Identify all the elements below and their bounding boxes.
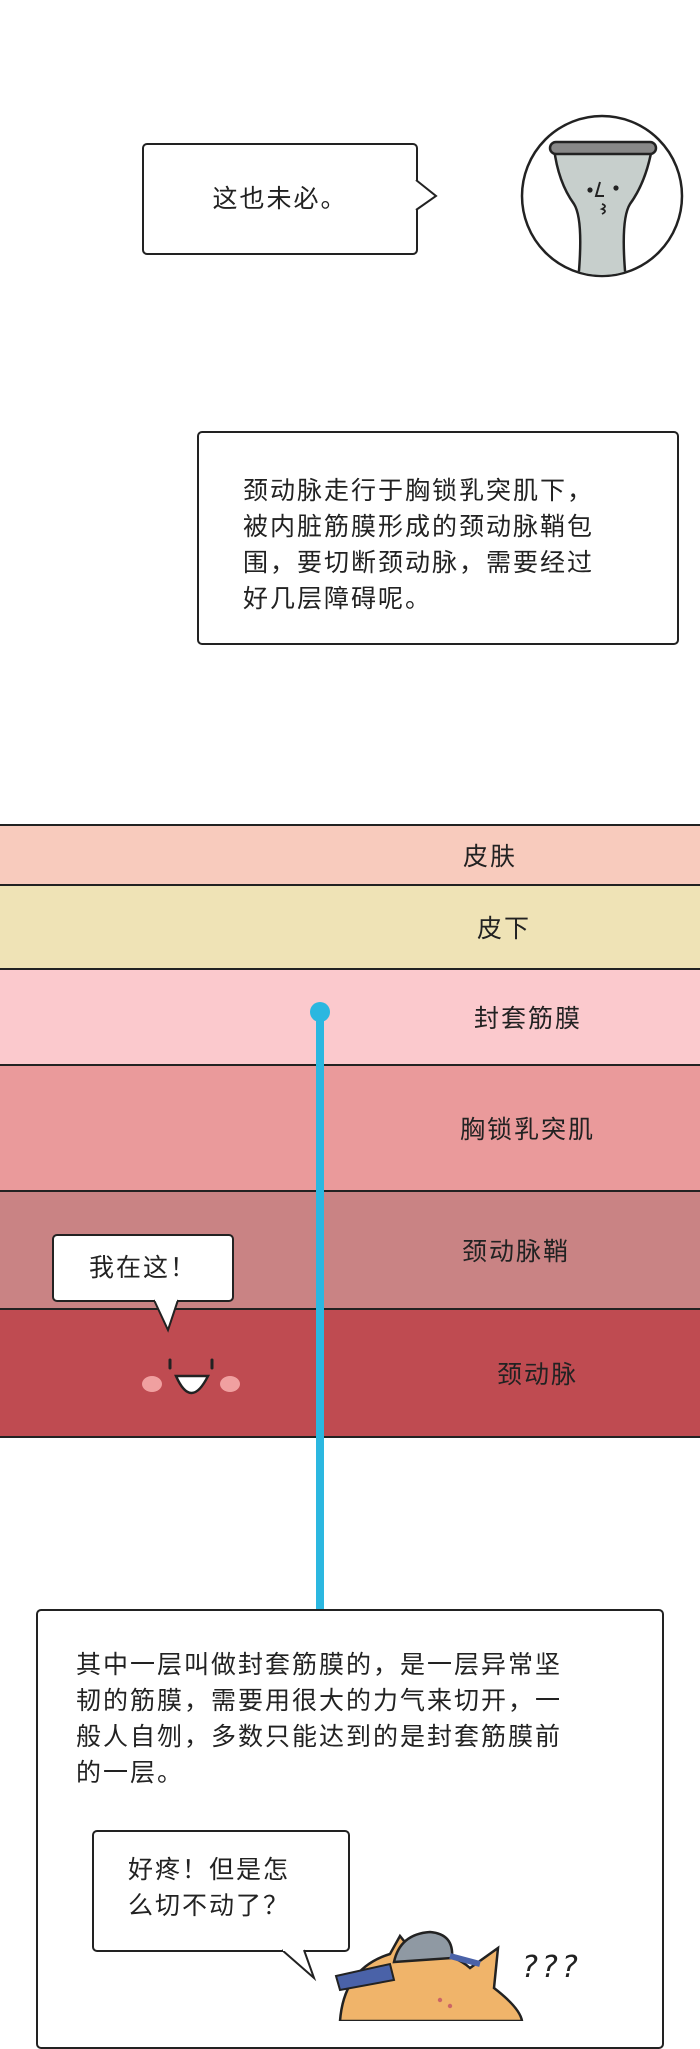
artery-speech-bubble: 我在这！ (52, 1234, 234, 1302)
narration-line-1: 颈动脉走行于胸锁乳突肌下， (243, 476, 595, 505)
speech-bubble-top: 这也未必。 (142, 143, 418, 255)
narration-line-1: 其中一层叫做封套筋膜的，是一层异常坚 (76, 1650, 563, 1679)
narration-line-4: 的一层。 (76, 1758, 185, 1787)
layer-investing-fascia: 封套筋膜 (0, 968, 700, 1064)
narration-line-2: 韧的筋膜，需要用很大的力气来切开，一 (76, 1686, 563, 1715)
speech-text: 这也未必。 (212, 184, 348, 213)
confused-character (334, 1930, 524, 2021)
pain-speech-bubble: 好疼！但是怎 么切不动了？ (92, 1830, 350, 1952)
layer-label: 颈动脉鞘 (462, 1237, 571, 1266)
character-portrait (520, 114, 684, 278)
narration-line-4: 好几层障碍呢。 (243, 584, 433, 613)
artery-speech-text: 我在这！ (88, 1253, 197, 1282)
artery-bubble-tail (153, 1298, 179, 1333)
layer-carotid-artery: 颈动脉 (0, 1308, 700, 1438)
layer-sternocleidomastoid: 胸锁乳突肌 (0, 1064, 700, 1190)
speech-bubble-tail (415, 179, 438, 211)
pain-bubble-tail (281, 1948, 317, 1982)
layer-label: 胸锁乳突肌 (460, 1115, 596, 1144)
narration-line-3: 般人自刎，多数只能达到的是封套筋膜前 (76, 1722, 563, 1751)
cut-line (310, 1002, 330, 1614)
layer-label: 颈动脉 (497, 1360, 579, 1389)
layer-skin: 皮肤 (0, 824, 700, 884)
layer-label: 封套筋膜 (474, 1004, 583, 1033)
artery-face (142, 1358, 240, 1395)
pain-speech-line-1: 好疼！但是怎 (128, 1855, 291, 1884)
narration-line-2: 被内脏筋膜形成的颈动脉鞘包 (243, 512, 595, 541)
confused-marks: ??? (522, 1950, 582, 1985)
layer-label: 皮下 (477, 914, 532, 943)
narration-line-3: 围，要切断颈动脉，需要经过 (243, 548, 595, 577)
narration-box: 颈动脉走行于胸锁乳突肌下， 被内脏筋膜形成的颈动脉鞘包 围，要切断颈动脉，需要经… (197, 431, 679, 645)
bottom-narration: 其中一层叫做封套筋膜的，是一层异常坚 韧的筋膜，需要用很大的力气来切开，一 般人… (76, 1647, 562, 1791)
layer-subcutaneous: 皮下 (0, 884, 700, 968)
pain-speech-line-2: 么切不动了？ (128, 1891, 291, 1920)
layer-label: 皮肤 (463, 842, 518, 871)
